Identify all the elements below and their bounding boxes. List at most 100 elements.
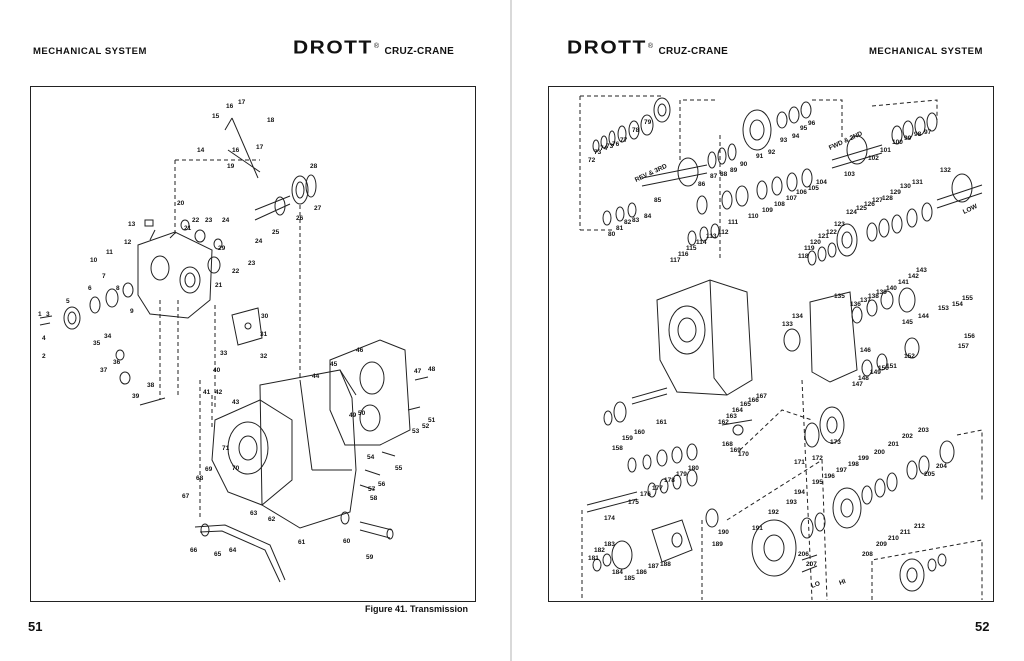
svg-text:71: 71 xyxy=(222,445,230,452)
svg-text:55: 55 xyxy=(395,465,403,472)
svg-text:69: 69 xyxy=(205,466,213,473)
svg-text:46: 46 xyxy=(356,347,364,354)
svg-text:197: 197 xyxy=(836,467,847,474)
svg-text:149: 149 xyxy=(870,369,881,376)
svg-text:145: 145 xyxy=(902,319,913,326)
svg-text:191: 191 xyxy=(752,525,763,532)
svg-text:162: 162 xyxy=(718,419,729,426)
svg-text:10: 10 xyxy=(90,257,98,264)
svg-text:188: 188 xyxy=(660,561,671,568)
svg-text:77: 77 xyxy=(620,137,628,144)
svg-text:32: 32 xyxy=(260,353,268,360)
svg-text:121: 121 xyxy=(818,233,829,240)
svg-text:199: 199 xyxy=(858,455,869,462)
svg-text:30: 30 xyxy=(261,313,269,320)
svg-text:50: 50 xyxy=(358,410,366,417)
brand-logo: DROTT® CRUZ-CRANE xyxy=(293,37,455,58)
svg-text:108: 108 xyxy=(774,201,785,208)
svg-text:153: 153 xyxy=(938,305,949,312)
svg-text:79: 79 xyxy=(644,119,652,126)
svg-text:207: 207 xyxy=(806,561,817,568)
svg-text:113: 113 xyxy=(706,233,717,240)
svg-text:43: 43 xyxy=(232,399,240,406)
svg-text:97: 97 xyxy=(924,129,932,136)
svg-text:83: 83 xyxy=(632,217,640,224)
svg-text:130: 130 xyxy=(900,183,911,190)
section-header: MECHANICAL SYSTEM xyxy=(33,46,147,57)
left-page: MECHANICAL SYSTEM DROTT® CRUZ-CRANE xyxy=(28,37,476,634)
svg-text:15: 15 xyxy=(212,113,220,120)
svg-text:61: 61 xyxy=(298,539,306,546)
svg-text:109: 109 xyxy=(762,207,773,214)
svg-text:177: 177 xyxy=(652,485,663,492)
svg-text:70: 70 xyxy=(232,465,240,472)
svg-text:111: 111 xyxy=(728,219,739,226)
svg-text:178: 178 xyxy=(664,477,675,484)
svg-text:84: 84 xyxy=(644,213,652,220)
page-number: 51 xyxy=(28,619,43,634)
svg-text:73: 73 xyxy=(594,149,602,156)
svg-text:25: 25 xyxy=(272,229,280,236)
svg-text:161: 161 xyxy=(656,419,667,426)
svg-text:127: 127 xyxy=(872,197,883,204)
svg-text:38: 38 xyxy=(147,382,155,389)
svg-text:115: 115 xyxy=(686,245,697,252)
svg-text:18: 18 xyxy=(267,117,275,124)
svg-text:100: 100 xyxy=(892,139,903,146)
svg-text:80: 80 xyxy=(608,231,616,238)
svg-text:142: 142 xyxy=(908,273,919,280)
svg-text:72: 72 xyxy=(588,157,596,164)
svg-text:160: 160 xyxy=(634,429,645,436)
svg-text:24: 24 xyxy=(222,217,230,224)
svg-text:137: 137 xyxy=(860,297,871,304)
svg-text:144: 144 xyxy=(918,313,929,320)
svg-text:51: 51 xyxy=(428,417,436,424)
svg-text:17: 17 xyxy=(238,99,246,106)
svg-text:120: 120 xyxy=(810,239,821,246)
svg-text:41: 41 xyxy=(203,389,211,396)
svg-text:96: 96 xyxy=(808,120,816,127)
svg-text:129: 129 xyxy=(890,189,901,196)
svg-text:163: 163 xyxy=(726,413,737,420)
svg-text:93: 93 xyxy=(780,137,788,144)
transmission-exploded-diagram-right: REV & 3RD FWD & 2ND LOW HI LO 7273747376… xyxy=(579,95,983,601)
figure-caption: Figure 41. Transmission xyxy=(365,604,469,614)
svg-text:94: 94 xyxy=(792,133,800,140)
svg-text:124: 124 xyxy=(846,209,857,216)
svg-text:150: 150 xyxy=(878,365,889,372)
svg-text:104: 104 xyxy=(816,179,827,186)
svg-text:8: 8 xyxy=(116,285,120,292)
svg-text:56: 56 xyxy=(378,481,386,488)
svg-text:183: 183 xyxy=(604,541,615,548)
svg-text:65: 65 xyxy=(214,551,222,558)
svg-text:87: 87 xyxy=(710,173,718,180)
svg-text:195: 195 xyxy=(812,479,823,486)
svg-text:24: 24 xyxy=(255,238,263,245)
svg-text:147: 147 xyxy=(852,381,863,388)
svg-text:11: 11 xyxy=(106,249,113,256)
svg-text:194: 194 xyxy=(794,489,805,496)
svg-text:19: 19 xyxy=(227,163,235,170)
svg-text:186: 186 xyxy=(636,569,647,576)
svg-text:60: 60 xyxy=(343,538,351,545)
svg-text:152: 152 xyxy=(904,353,915,360)
svg-text:54: 54 xyxy=(367,454,375,461)
svg-text:23: 23 xyxy=(248,260,256,267)
svg-text:76: 76 xyxy=(612,141,620,148)
svg-text:FWD & 2ND: FWD & 2ND xyxy=(828,130,864,152)
svg-text:143: 143 xyxy=(916,267,927,274)
brand-name: DROTT xyxy=(567,37,647,58)
svg-text:67: 67 xyxy=(182,493,190,500)
svg-text:81: 81 xyxy=(616,225,624,232)
svg-text:103: 103 xyxy=(844,171,855,178)
svg-text:53: 53 xyxy=(412,428,420,435)
svg-text:57: 57 xyxy=(368,486,376,493)
svg-text:181: 181 xyxy=(588,555,599,562)
page-gutter xyxy=(510,0,512,661)
svg-text:29: 29 xyxy=(218,245,226,252)
svg-text:203: 203 xyxy=(918,427,929,434)
svg-text:HI: HI xyxy=(838,578,847,587)
svg-text:85: 85 xyxy=(654,197,662,204)
svg-text:114: 114 xyxy=(696,239,707,246)
svg-text:176: 176 xyxy=(640,491,651,498)
